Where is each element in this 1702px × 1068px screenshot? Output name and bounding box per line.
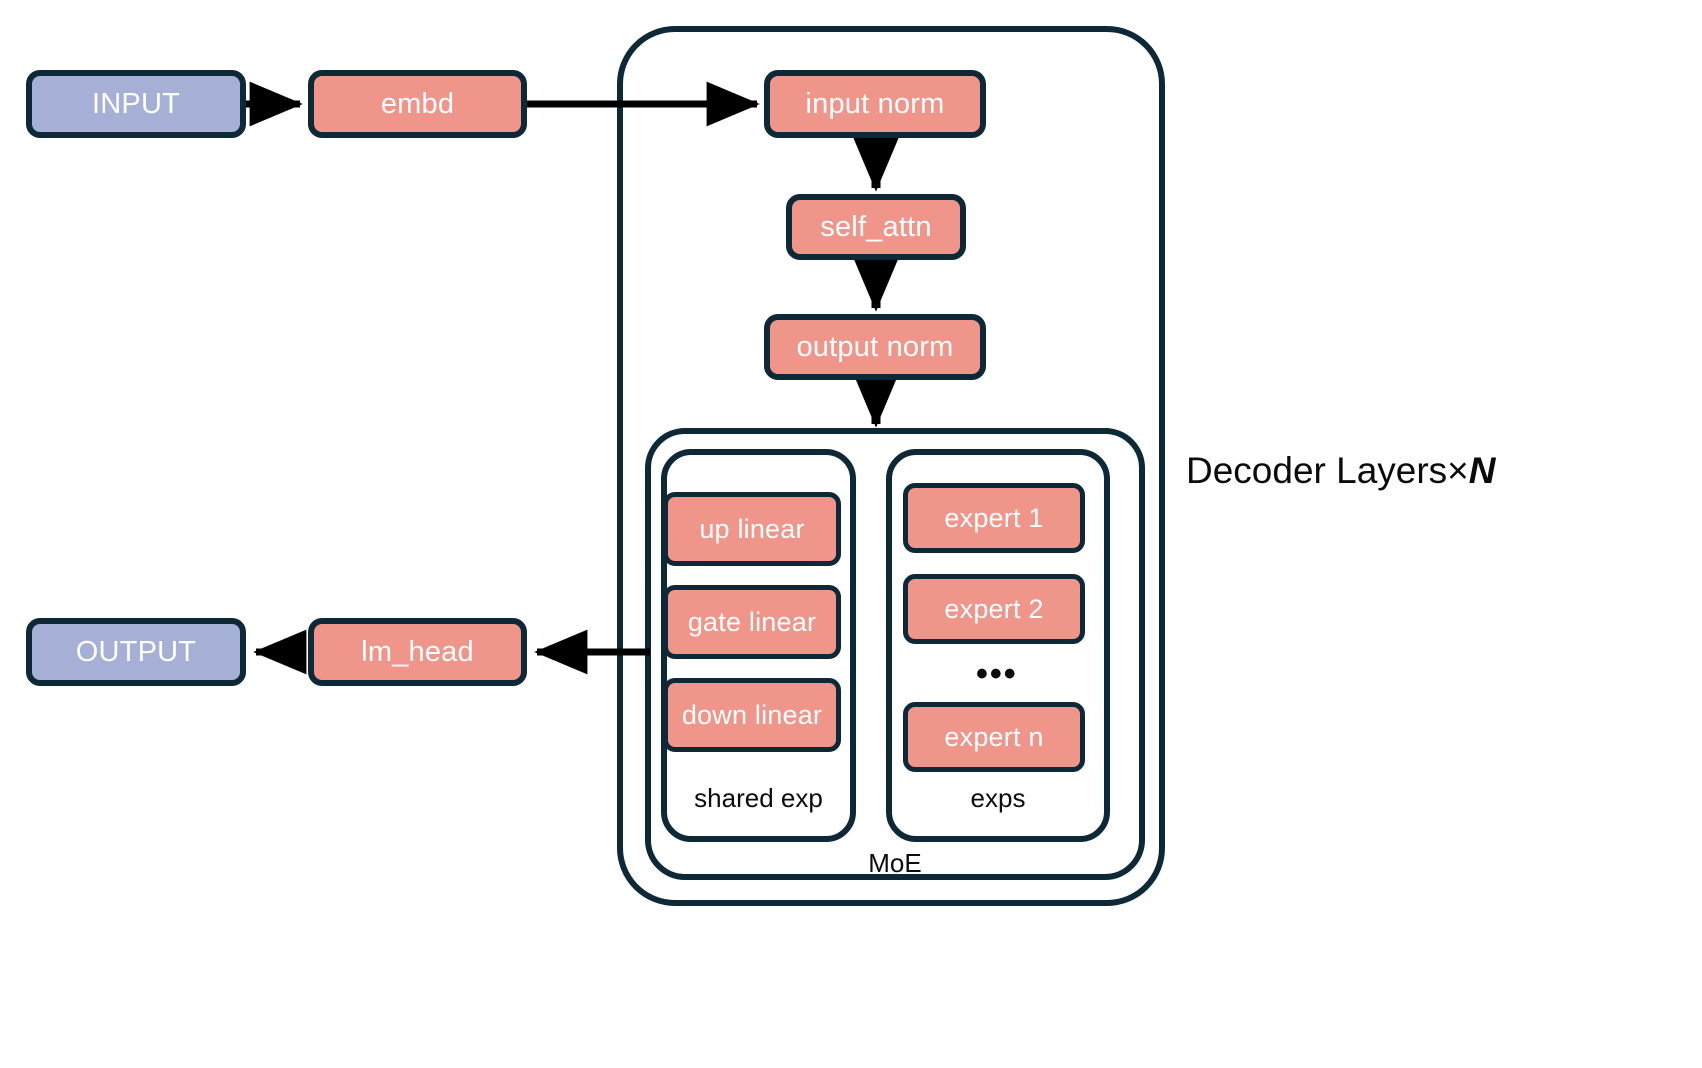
node-lm-head-label: lm_head	[361, 635, 474, 668]
block-expert-2-label: expert 2	[944, 593, 1044, 624]
block-expert-2[interactable]: expert 2	[903, 574, 1085, 644]
block-gate-linear-label: gate linear	[687, 606, 817, 637]
experts-ellipsis: •••	[976, 655, 1018, 693]
node-input-norm-label: input norm	[805, 87, 945, 120]
node-embd[interactable]: embd	[308, 70, 527, 138]
node-embd-label: embd	[380, 87, 455, 120]
node-input[interactable]: INPUT	[26, 70, 246, 138]
decoder-layers-label-prefix: Decoder Layers×	[1186, 450, 1469, 491]
decoder-layers-container	[617, 26, 1165, 906]
node-output-norm-label: output norm	[796, 330, 954, 363]
decoder-layers-label-var: N	[1468, 450, 1496, 491]
block-gate-linear[interactable]: gate linear	[663, 585, 841, 659]
node-lm-head[interactable]: lm_head	[308, 618, 527, 686]
block-expert-n[interactable]: expert n	[903, 702, 1085, 772]
moe-caption: MoE	[868, 848, 922, 878]
node-self-attn-label: self_attn	[820, 210, 932, 243]
node-self-attn[interactable]: self_attn	[786, 194, 966, 260]
block-down-linear[interactable]: down linear	[663, 678, 841, 752]
node-input-norm[interactable]: input norm	[764, 70, 986, 138]
decoder-layers-label: Decoder Layers×N	[1186, 452, 1496, 489]
block-expert-1-label: expert 1	[944, 502, 1044, 533]
block-down-linear-label: down linear	[681, 699, 823, 730]
node-output[interactable]: OUTPUT	[26, 618, 246, 686]
block-expert-1[interactable]: expert 1	[903, 483, 1085, 553]
block-up-linear[interactable]: up linear	[663, 492, 841, 566]
shared-expert-caption: shared exp	[694, 783, 823, 813]
node-output-label: OUTPUT	[75, 635, 197, 668]
block-expert-n-label: expert n	[944, 721, 1044, 752]
node-input-label: INPUT	[92, 87, 180, 120]
block-up-linear-label: up linear	[699, 513, 805, 544]
routed-experts-caption: exps	[970, 783, 1026, 813]
node-output-norm[interactable]: output norm	[764, 314, 986, 380]
